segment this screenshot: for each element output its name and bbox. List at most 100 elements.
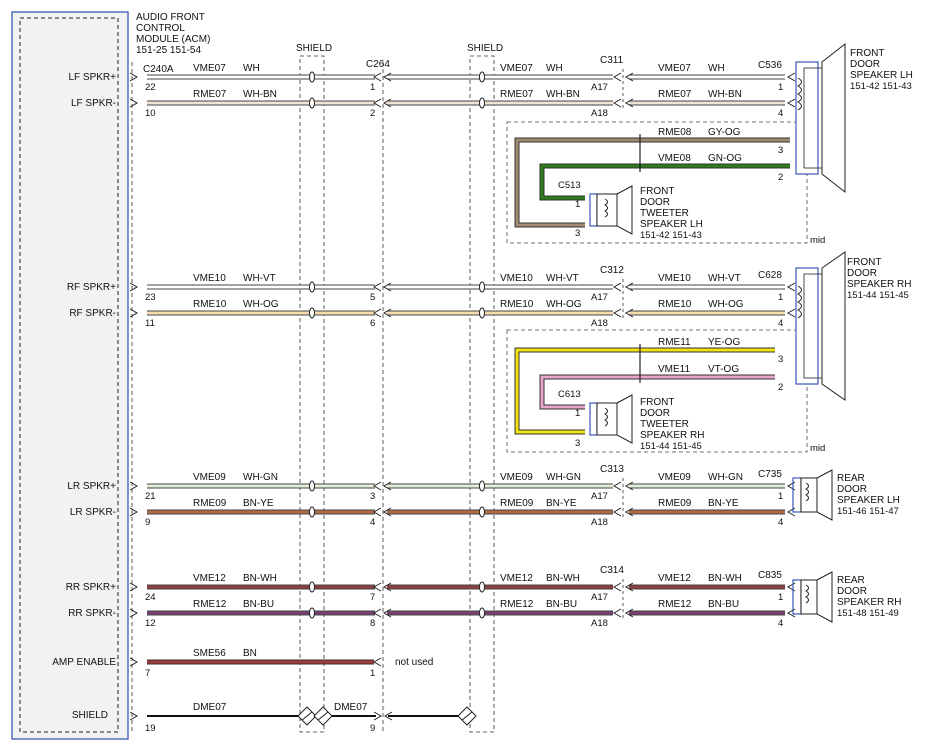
tweeter-lh-wire1-color: GY-OG (708, 127, 741, 138)
rf-spkr-circuit-2: RME10 (500, 299, 534, 310)
shield-arrow-c264-right (383, 711, 393, 721)
tweeter-lh-pin-1: 1 (575, 199, 580, 210)
rr-spkr-signal-label: RR SPKR+ (66, 582, 116, 593)
lf-spkr-inline-connector: C311 (600, 55, 624, 66)
lf-spkr-color-1: WH-BN (243, 89, 277, 100)
lr-spkr-circuit-3: RME09 (658, 498, 692, 509)
rr-spkr-arrow-2 (382, 608, 392, 618)
rr-spkr-pin-c264: 8 (370, 618, 375, 629)
rf-spkr-arrow-0 (129, 282, 139, 292)
rr-spkr-pin-inline: A18 (591, 618, 608, 629)
lr-spkr-twist-0 (309, 480, 315, 492)
lf-spkr-arrow-3 (612, 98, 622, 108)
rf-spkr-twist-0 (309, 281, 315, 293)
lf-spkr-arrow-4 (624, 98, 634, 108)
amp-enable-arrow-acm (129, 657, 139, 667)
tweeter-lh-title-5: 151-42 151-43 (640, 230, 702, 241)
rf-spkr-color-2: WH-OG (546, 299, 582, 310)
rr-spkr-arrow-5 (786, 608, 796, 618)
rf-spkr-color-1: WH-OG (243, 299, 279, 310)
lf-spkr-arrow-5 (786, 98, 796, 108)
tweeter-rh-pin-3: 3 (575, 438, 580, 449)
shield-diamond-3-mark (461, 711, 473, 721)
lf-spkr-pin-speaker: 4 (778, 108, 783, 119)
lr-spkr-circuit-2: VME09 (500, 472, 533, 483)
tweeter-lh-wire1-pin: 3 (778, 145, 783, 156)
rr-spkr-circuit-3: VME12 (658, 573, 691, 584)
lf-spkr-twist-1 (479, 71, 485, 83)
rr-spkr-pin-c264: 7 (370, 592, 375, 603)
tweeter-lh-enclosure (506, 121, 808, 244)
shield-box-2 (469, 55, 495, 733)
rf-spkr-color-2: WH-VT (546, 273, 579, 284)
lr-spkr-twist-0 (309, 506, 315, 518)
speaker-rear-rh-line-3: SPEAKER RH (837, 597, 901, 608)
tweeter-rh-title-4: SPEAKER RH (640, 430, 704, 441)
speaker-front-rh-line-4: 151-44 151-45 (847, 290, 909, 301)
lf-spkr-circuit-2: RME07 (500, 89, 534, 100)
rr-spkr-arrow-3 (612, 582, 622, 592)
rf-spkr-twist-1 (479, 281, 485, 293)
lr-spkr-pin-c264: 4 (370, 517, 375, 528)
speaker-rear-lh-line-2: DOOR (837, 484, 867, 495)
lr-spkr-signal-label: LR SPKR- (70, 507, 116, 518)
lf-spkr-color-3: WH-BN (708, 89, 742, 100)
lf-spkr-twist-1 (479, 97, 485, 109)
shield-arrow-c264-left (373, 711, 383, 721)
rr-spkr-arrow-4 (624, 582, 634, 592)
rf-spkr-pin-c264: 6 (370, 318, 375, 329)
rr-spkr-pin-acm: 24 (145, 592, 156, 603)
rr-spkr-twist-0 (309, 581, 315, 593)
rr-spkr-arrow-0 (129, 608, 139, 618)
tweeter-lh-wire1-circuit: RME08 (658, 127, 692, 138)
rf-spkr-arrow-5 (786, 282, 796, 292)
rf-spkr-arrow-2 (382, 282, 392, 292)
rr-spkr-pin-speaker: 4 (778, 618, 783, 629)
shield-label-2: SHIELD (467, 43, 503, 54)
lf-spkr-circuit-1: VME07 (193, 63, 226, 74)
acm-connector-label: C240A (143, 64, 174, 75)
tweeter-rh-enclosure (506, 329, 808, 453)
rr-spkr-color-3: BN-WH (708, 573, 742, 584)
lf-spkr-arrow-1 (372, 72, 382, 82)
rr-spkr-twist-0 (309, 607, 315, 619)
tweeter-lh-wire2-circuit: VME08 (658, 153, 691, 164)
speaker-front-lh-symbol (795, 42, 846, 194)
lr-spkr-arrow-0 (129, 507, 139, 517)
rf-spkr-circuit-1: RME10 (193, 299, 227, 310)
rr-spkr-color-2: BN-BU (546, 599, 577, 610)
lr-spkr-arrow-4 (624, 507, 634, 517)
rr-spkr-signal-label: RR SPKR- (68, 608, 116, 619)
tweeter-rh-title-3: TWEETER (640, 419, 689, 430)
speaker-front-rh-line-1: FRONT (847, 257, 881, 268)
lf-spkr-pin-inline: A18 (591, 108, 608, 119)
tweeter-rh-title-5: 151-44 151-45 (640, 441, 702, 452)
rr-spkr-circuit-2: VME12 (500, 573, 533, 584)
tweeter-rh-title-2: DOOR (640, 408, 670, 419)
tweeter-lh-wire-inner-fill (540, 164, 790, 200)
rf-spkr-twist-1 (479, 307, 485, 319)
rr-spkr-arrow-1 (372, 608, 382, 618)
rr-spkr-pin-inline: A17 (591, 592, 608, 603)
lr-spkr-circuit-1: VME09 (193, 472, 226, 483)
amp-enable-label: AMP ENABLE (52, 657, 116, 668)
rr-spkr-circuit-2: RME12 (500, 599, 534, 610)
lr-spkr-circuit-1: RME09 (193, 498, 227, 509)
lf-spkr-arrow-2 (382, 98, 392, 108)
rr-spkr-twist-1 (479, 581, 485, 593)
rr-spkr-speaker-connector: C835 (758, 570, 782, 581)
tweeter-lh-title-2: DOOR (640, 197, 670, 208)
rr-spkr-color-1: BN-WH (243, 573, 277, 584)
speaker-front-rh-symbol (795, 251, 846, 401)
speaker-front-rh-line-2: DOOR (847, 268, 877, 279)
amp-enable-color: BN (243, 648, 257, 659)
lr-spkr-circuit-3: VME09 (658, 472, 691, 483)
tweeter-lh-connector: C513 (558, 180, 581, 191)
lf-spkr-signal-label: LF SPKR+ (68, 72, 116, 83)
acm-module-box (11, 11, 129, 740)
rf-spkr-arrow-4 (624, 282, 634, 292)
lr-spkr-arrow-4 (624, 481, 634, 491)
rr-spkr-color-1: BN-BU (243, 599, 274, 610)
lf-spkr-arrow-2 (382, 72, 392, 82)
lr-spkr-twist-1 (479, 480, 485, 492)
